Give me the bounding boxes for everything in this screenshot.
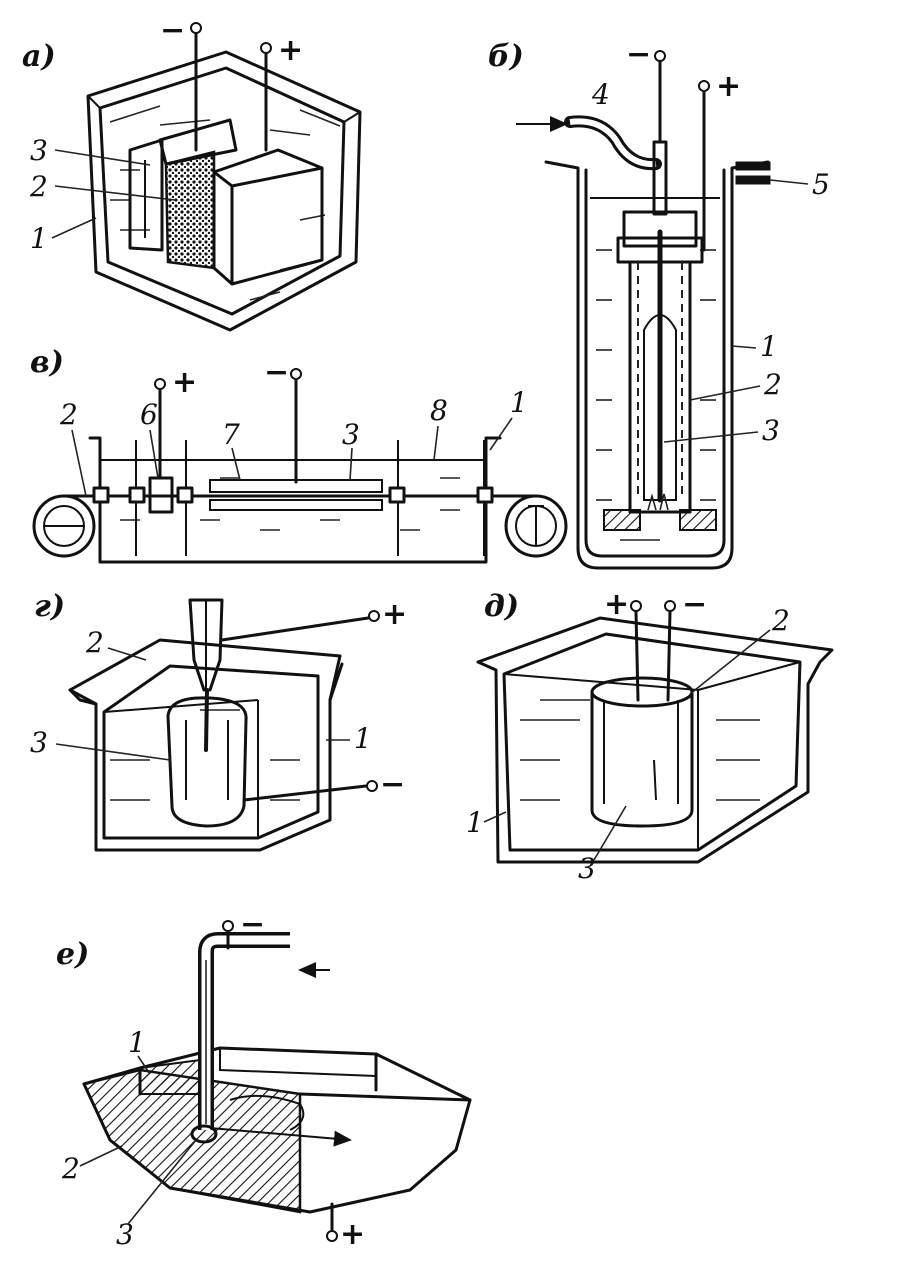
panel-a: а) − + 3 2 1 [22, 13, 362, 332]
panel-b-callout-5: 5 [812, 168, 830, 201]
panel-e-plus: + [340, 1217, 365, 1252]
panel-d-callout-1: 1 [466, 806, 484, 839]
panel-g-letter: г) [34, 589, 65, 624]
panel-d-minus: − [682, 587, 707, 622]
panel-v-callout-3: 3 [342, 418, 360, 451]
panel-v-plus: + [172, 365, 197, 400]
panel-d-plus: + [604, 587, 629, 622]
panel-v-callout-1: 1 [510, 386, 528, 419]
panel-a-plus: + [278, 33, 303, 68]
panel-d-letter: д) [484, 589, 519, 624]
panel-g-callout-3: 3 [30, 726, 48, 759]
panel-b-minus: − [626, 37, 651, 72]
panel-v-callout-6: 6 [140, 398, 158, 431]
panel-g-plus: + [382, 597, 407, 632]
panel-a-letter: а) [22, 39, 56, 74]
panel-a-callout-1: 1 [30, 222, 48, 255]
panel-b-letter: б) [488, 39, 524, 74]
panel-v: в) + [30, 345, 568, 564]
panel-d: д) + − 2 1 3 [466, 587, 834, 885]
panel-v-callout-7: 7 [222, 418, 240, 451]
panel-b-callout-1: 1 [760, 330, 778, 363]
panel-a-callout-3: 3 [30, 134, 48, 167]
panel-g-callout-2: 2 [85, 626, 104, 659]
panel-d-callout-2: 2 [771, 604, 790, 637]
panel-a-minus: − [160, 13, 185, 48]
panel-b-callout-4: 4 [591, 78, 610, 111]
panel-b: б) − [488, 37, 830, 570]
panel-e-callout-2: 2 [61, 1152, 80, 1185]
panel-e-minus: − [240, 907, 265, 942]
panel-v-letter: в) [30, 345, 64, 380]
panel-g-minus: − [380, 767, 405, 802]
panel-d-callout-3: 3 [578, 852, 596, 885]
panel-e-callout-3: 3 [116, 1218, 134, 1251]
panel-g-callout-1: 1 [354, 722, 372, 755]
panel-e-letter: е) [56, 937, 89, 972]
panel-a-callout-2: 2 [29, 170, 48, 203]
panel-v-callout-8: 8 [430, 394, 448, 427]
panel-e: е) − + 1 2 3 [56, 907, 472, 1252]
panel-v-callout-2: 2 [59, 398, 78, 431]
panel-b-callout-2: 2 [763, 368, 782, 401]
panel-e-callout-1: 1 [128, 1026, 146, 1059]
panel-g: г) + − 2 3 1 [30, 589, 407, 852]
panel-b-callout-3: 3 [762, 414, 780, 447]
panel-v-minus: − [264, 355, 289, 390]
panel-b-plus: + [716, 69, 741, 104]
